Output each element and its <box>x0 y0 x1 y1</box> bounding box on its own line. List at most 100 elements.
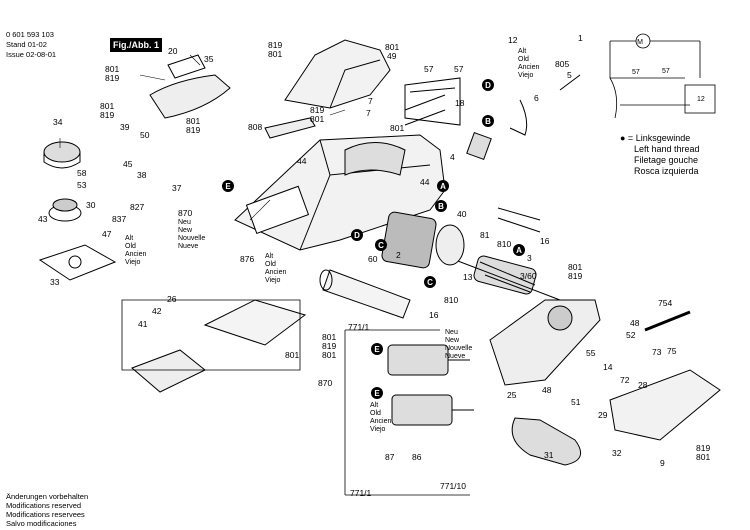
part-label: 7 <box>368 96 373 106</box>
part-label: 58 <box>77 168 87 178</box>
part-label: 45 <box>123 159 133 169</box>
part-label: 771/1 <box>348 322 370 332</box>
svg-text:Old: Old <box>125 243 136 250</box>
part-label: 32 <box>612 448 622 458</box>
part-label: 33 <box>50 277 60 287</box>
part-label: 16 <box>540 236 550 246</box>
part-label: 819 <box>568 271 582 281</box>
part-label: 49 <box>387 51 397 61</box>
part-label: 2 <box>396 250 401 260</box>
svg-text:E: E <box>374 389 380 398</box>
svg-text:57: 57 <box>662 68 670 75</box>
svg-text:New: New <box>178 227 193 234</box>
callout-A: A <box>437 180 449 192</box>
top-cover <box>284 39 391 109</box>
callout-E3: E <box>371 387 383 399</box>
part-label: 801 <box>100 101 114 111</box>
part-label: 30 <box>86 200 96 210</box>
part-label: 37 <box>172 183 182 193</box>
part-label: 34 <box>53 117 63 127</box>
part-label: 31 <box>544 450 554 460</box>
part-label: 26 <box>167 294 177 304</box>
doc-number: 0 601 593 103 <box>6 30 54 39</box>
part-label: 771/1 <box>350 488 372 498</box>
legend-line: Left hand thread <box>634 144 700 154</box>
part-label: 38 <box>137 170 147 180</box>
part-label: 39 <box>120 122 130 132</box>
part-label: 5 <box>567 70 572 80</box>
svg-text:Old: Old <box>518 56 529 63</box>
part-label: 13 <box>463 272 473 282</box>
part-label: 801 <box>696 452 710 462</box>
part-label: 801 <box>390 123 404 133</box>
part-label: 801 <box>268 49 282 59</box>
callout-E2: E <box>371 343 383 355</box>
motor-symbol: M <box>637 39 643 46</box>
svg-text:A: A <box>440 182 446 191</box>
part-label: 801 <box>310 114 324 124</box>
callout-E: E <box>222 180 234 192</box>
part-label: 3/60 <box>520 271 537 281</box>
stator-field <box>381 211 465 269</box>
wiring-schematic <box>609 33 716 119</box>
issue-line: Issue 02-08-01 <box>6 50 57 59</box>
legend-line: Rosca izquierda <box>634 166 699 176</box>
svg-text:D: D <box>485 81 491 90</box>
svg-text:C: C <box>378 241 384 250</box>
part-label: 51 <box>571 397 581 407</box>
part-label: 819 <box>268 40 282 50</box>
part-label: 73 <box>652 347 662 357</box>
part-label: 55 <box>586 348 596 358</box>
part-label: 6 <box>534 93 539 103</box>
part-label: 819 <box>105 73 119 83</box>
callout-D2: D <box>482 79 494 91</box>
part-label: 44 <box>420 177 430 187</box>
part-label: 801 <box>385 42 399 52</box>
part-label: 9 <box>660 458 665 468</box>
part-label: 29 <box>598 410 608 420</box>
part-label: 827 <box>130 202 144 212</box>
part-label: 57 <box>454 64 464 74</box>
callout-B2: B <box>482 115 494 127</box>
part-label: 42 <box>152 306 162 316</box>
part-label: 876 <box>240 254 254 264</box>
variant-labels: Alt Old Ancien Viejo Neu New Nouvelle Nu… <box>125 48 540 433</box>
svg-text:Nueve: Nueve <box>445 353 465 360</box>
svg-text:Nueve: Nueve <box>178 243 198 250</box>
svg-text:E: E <box>374 345 380 354</box>
part-label: 20 <box>168 46 178 56</box>
drive-belt <box>511 417 582 466</box>
svg-text:Ancien: Ancien <box>518 64 540 71</box>
svg-text:C: C <box>427 278 433 287</box>
svg-text:E: E <box>225 182 231 191</box>
part-label: 86 <box>412 452 422 462</box>
svg-text:Neu: Neu <box>445 329 458 336</box>
svg-text:Alt: Alt <box>370 402 378 409</box>
part-label: 1 <box>578 33 583 43</box>
footer-line: Modifications reservees <box>6 510 85 519</box>
footer-line: Salvo modificaciones <box>6 519 77 528</box>
parking-shoe <box>131 349 206 393</box>
part-label: 87 <box>385 452 395 462</box>
part-label: 801 <box>568 262 582 272</box>
part-label: 16 <box>429 310 439 320</box>
part-label: 18 <box>455 98 465 108</box>
svg-text:Viejo: Viejo <box>518 72 534 79</box>
part-label: 4 <box>450 152 455 162</box>
svg-text:Old: Old <box>370 410 381 417</box>
part-label: 819 <box>186 125 200 135</box>
svg-text:B: B <box>485 117 491 126</box>
part-label: 801 <box>322 350 336 360</box>
legend-line: Filetage gouche <box>634 155 699 165</box>
part-label: 801 <box>105 64 119 74</box>
svg-text:57: 57 <box>632 69 640 76</box>
part-label: 870 <box>318 378 332 388</box>
part-label: 12 <box>508 35 518 45</box>
svg-text:Old: Old <box>265 261 276 268</box>
svg-text:B: B <box>438 202 444 211</box>
footer-line: Modifications reserved <box>6 501 82 510</box>
part-label: 3 <box>527 253 532 263</box>
part-label: 801 <box>186 116 200 126</box>
depth-knob <box>43 141 81 169</box>
part-label: 771/10 <box>440 481 466 491</box>
